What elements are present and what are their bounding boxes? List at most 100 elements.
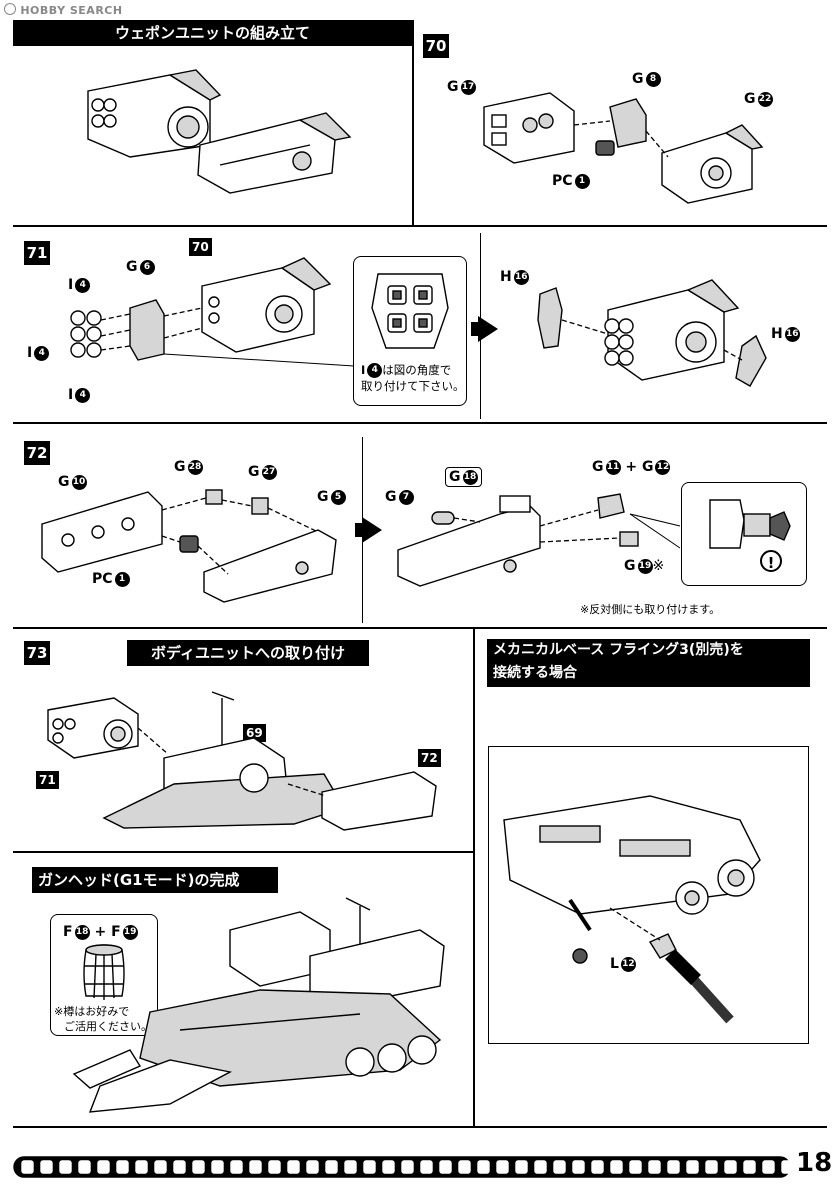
tread-segment bbox=[249, 1160, 262, 1174]
barrel-note: ※樽はお好みで ご活用ください。 bbox=[54, 1004, 152, 1034]
tread-segment bbox=[97, 1160, 110, 1174]
step-71-right-illustration bbox=[537, 279, 767, 387]
complete-title: ガンヘッド(G1モード)の完成 bbox=[32, 867, 278, 893]
tread-segment bbox=[78, 1160, 91, 1174]
tread-segment bbox=[192, 1160, 205, 1174]
step-72-number: 72 bbox=[24, 441, 50, 465]
barrel-note-line1: ※樽はお好みで bbox=[54, 1005, 130, 1018]
tread-segment bbox=[401, 1160, 414, 1174]
tread-segment bbox=[325, 1160, 338, 1174]
step-71-next-arrow bbox=[478, 316, 498, 342]
panel-weapon-unit bbox=[13, 20, 414, 227]
ref-step-71-tag: 71 bbox=[36, 771, 59, 789]
step-71-detail-illustration bbox=[371, 273, 449, 349]
tread-segment bbox=[154, 1160, 167, 1174]
tread-segment bbox=[21, 1160, 34, 1174]
tread-segment bbox=[572, 1160, 585, 1174]
tread-segment bbox=[591, 1160, 604, 1174]
tread-segment bbox=[515, 1160, 528, 1174]
step-73-illustration bbox=[47, 691, 437, 831]
step-72-right-illustration bbox=[397, 493, 681, 587]
step-70-illustration bbox=[483, 92, 764, 204]
barrel-illustration bbox=[83, 944, 125, 1000]
tread-segment bbox=[667, 1160, 680, 1174]
tread-segment bbox=[762, 1160, 775, 1174]
tread-segment bbox=[686, 1160, 699, 1174]
tread-segment bbox=[439, 1160, 452, 1174]
step-71-left-illustration bbox=[70, 257, 355, 367]
warning-icon: ! bbox=[760, 550, 782, 572]
tread-segment bbox=[724, 1160, 737, 1174]
tread-segment bbox=[648, 1160, 661, 1174]
tread-segment bbox=[629, 1160, 642, 1174]
ref-step-69-tag: 69 bbox=[243, 724, 266, 742]
tread-segment bbox=[363, 1160, 376, 1174]
hobby-search-logo: HOBBY SEARCH bbox=[4, 3, 123, 17]
tread-segment bbox=[420, 1160, 433, 1174]
mechanical-base-illustration bbox=[503, 795, 761, 1024]
tread-segment bbox=[610, 1160, 623, 1174]
step-70-number: 70 bbox=[423, 34, 449, 58]
tread-segment bbox=[173, 1160, 186, 1174]
tread-segment bbox=[382, 1160, 395, 1174]
logo-icon bbox=[4, 3, 16, 15]
tread-segment bbox=[458, 1160, 471, 1174]
note-part-letter: I bbox=[361, 363, 366, 377]
tread-segment bbox=[268, 1160, 281, 1174]
page-number: 18 bbox=[796, 1148, 833, 1178]
barrel-note-line2: ご活用ください。 bbox=[64, 1020, 152, 1033]
tread-segment bbox=[116, 1160, 129, 1174]
tread-segment bbox=[287, 1160, 300, 1174]
ref-step-72-tag: 72 bbox=[418, 749, 441, 767]
tread-segment bbox=[705, 1160, 718, 1174]
weapon-unit-illustration bbox=[87, 69, 352, 194]
mechanical-title: メカニカルベース フライング3(別売)を 接続する場合 bbox=[487, 639, 810, 687]
tread-segment bbox=[40, 1160, 53, 1174]
step-72-note: ※反対側にも取り付けます。 bbox=[580, 603, 721, 616]
ref-step-70-tag: 70 bbox=[189, 238, 212, 256]
step-72-next-arrow bbox=[362, 517, 382, 543]
step-73-number: 73 bbox=[24, 641, 50, 665]
tread-segment bbox=[496, 1160, 509, 1174]
tread-segment bbox=[553, 1160, 566, 1174]
tread-segment bbox=[59, 1160, 72, 1174]
step-71-number: 71 bbox=[24, 241, 50, 265]
step-72-next-arrow-stem bbox=[355, 523, 364, 537]
note-part-num: 4 bbox=[365, 362, 383, 378]
note-line2: 取り付けて下さい。 bbox=[361, 379, 465, 393]
footer-track-decoration bbox=[13, 1156, 794, 1178]
step-72-left-illustration bbox=[41, 489, 337, 603]
section-weapon-title: ウェポンユニットの組み立て bbox=[13, 20, 412, 46]
note-line1: は図の角度で bbox=[382, 363, 452, 377]
gunhed-complete-illustration bbox=[72, 897, 445, 1113]
tread-segment bbox=[230, 1160, 243, 1174]
tread-segment bbox=[534, 1160, 547, 1174]
tread-segment bbox=[743, 1160, 756, 1174]
tread-segment bbox=[135, 1160, 148, 1174]
mechanical-title-line1: メカニカルベース フライング3(別売)を bbox=[493, 642, 744, 658]
tread-segment bbox=[781, 1160, 794, 1174]
tread-segment bbox=[211, 1160, 224, 1174]
step-71-next-arrow-stem bbox=[471, 322, 480, 336]
logo-text: HOBBY SEARCH bbox=[20, 4, 123, 17]
